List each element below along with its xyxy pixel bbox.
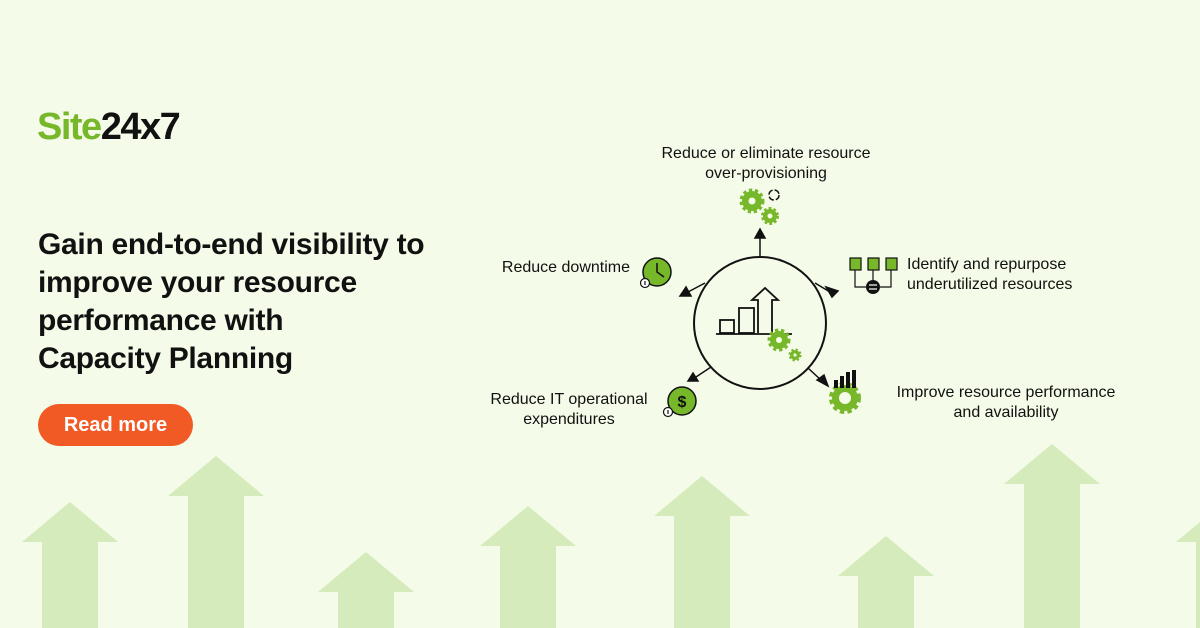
benefit-label-overprovisioning: Reduce or eliminate resource over-provis… [630,144,902,184]
background-arrow-8 [1176,522,1200,628]
background-arrow-5 [654,476,750,628]
background-arrow-3 [318,552,414,628]
benefit-label-line: underutilized resources [907,276,1073,293]
headline-line-4: Capacity Planning [38,342,293,375]
benefit-label-line: Reduce downtime [501,259,630,276]
benefit-label-underutilized: Identify and repurpose underutilized res… [907,255,1117,295]
background-arrow-1 [22,502,118,628]
svg-text:$: $ [678,394,687,411]
benefit-label-line: over-provisioning [705,165,827,182]
headline-line-3: performance with [38,304,284,337]
benefit-label-line: Reduce IT operational [490,391,648,408]
background-arrow-7 [1004,444,1100,628]
clock-icon [639,257,672,289]
capacity-growth-icon [716,286,792,335]
center-circle [693,256,827,390]
benefit-label-downtime: Reduce downtime [470,258,630,278]
read-more-button[interactable]: Read more [38,404,193,446]
center-gears-icon [767,328,802,362]
dollar-coin-icon: $ [662,386,697,418]
connector-arrows [678,227,840,388]
benefit-label-line: and availability [953,404,1059,421]
headline-line-2: improve your resource [38,266,357,299]
background-arrow-6 [838,536,934,628]
gear-chart-icon [829,370,861,414]
benefit-label-line: Identify and repurpose [907,256,1067,273]
benefit-label-expenditures: Reduce IT operational expenditures [474,390,664,430]
logo-text-24x7: 24x7 [100,106,181,148]
headline-line-1: Gain end-to-end visibility to [38,228,425,261]
headline: Gain end-to-end visibility to improve yo… [38,226,478,378]
benefit-label-line: Reduce or eliminate resource [661,145,871,162]
background-arrow-4 [480,506,576,628]
benefit-label-line: Improve resource performance [896,384,1116,401]
gears-icon [739,188,780,225]
site24x7-logo: Site24x7 [37,106,181,148]
servers-icon [849,257,898,294]
logo-text-site: Site [37,106,102,148]
background-arrow-2 [168,456,264,628]
benefit-label-line: expenditures [523,411,615,428]
benefit-label-performance: Improve resource performance and availab… [872,383,1140,423]
